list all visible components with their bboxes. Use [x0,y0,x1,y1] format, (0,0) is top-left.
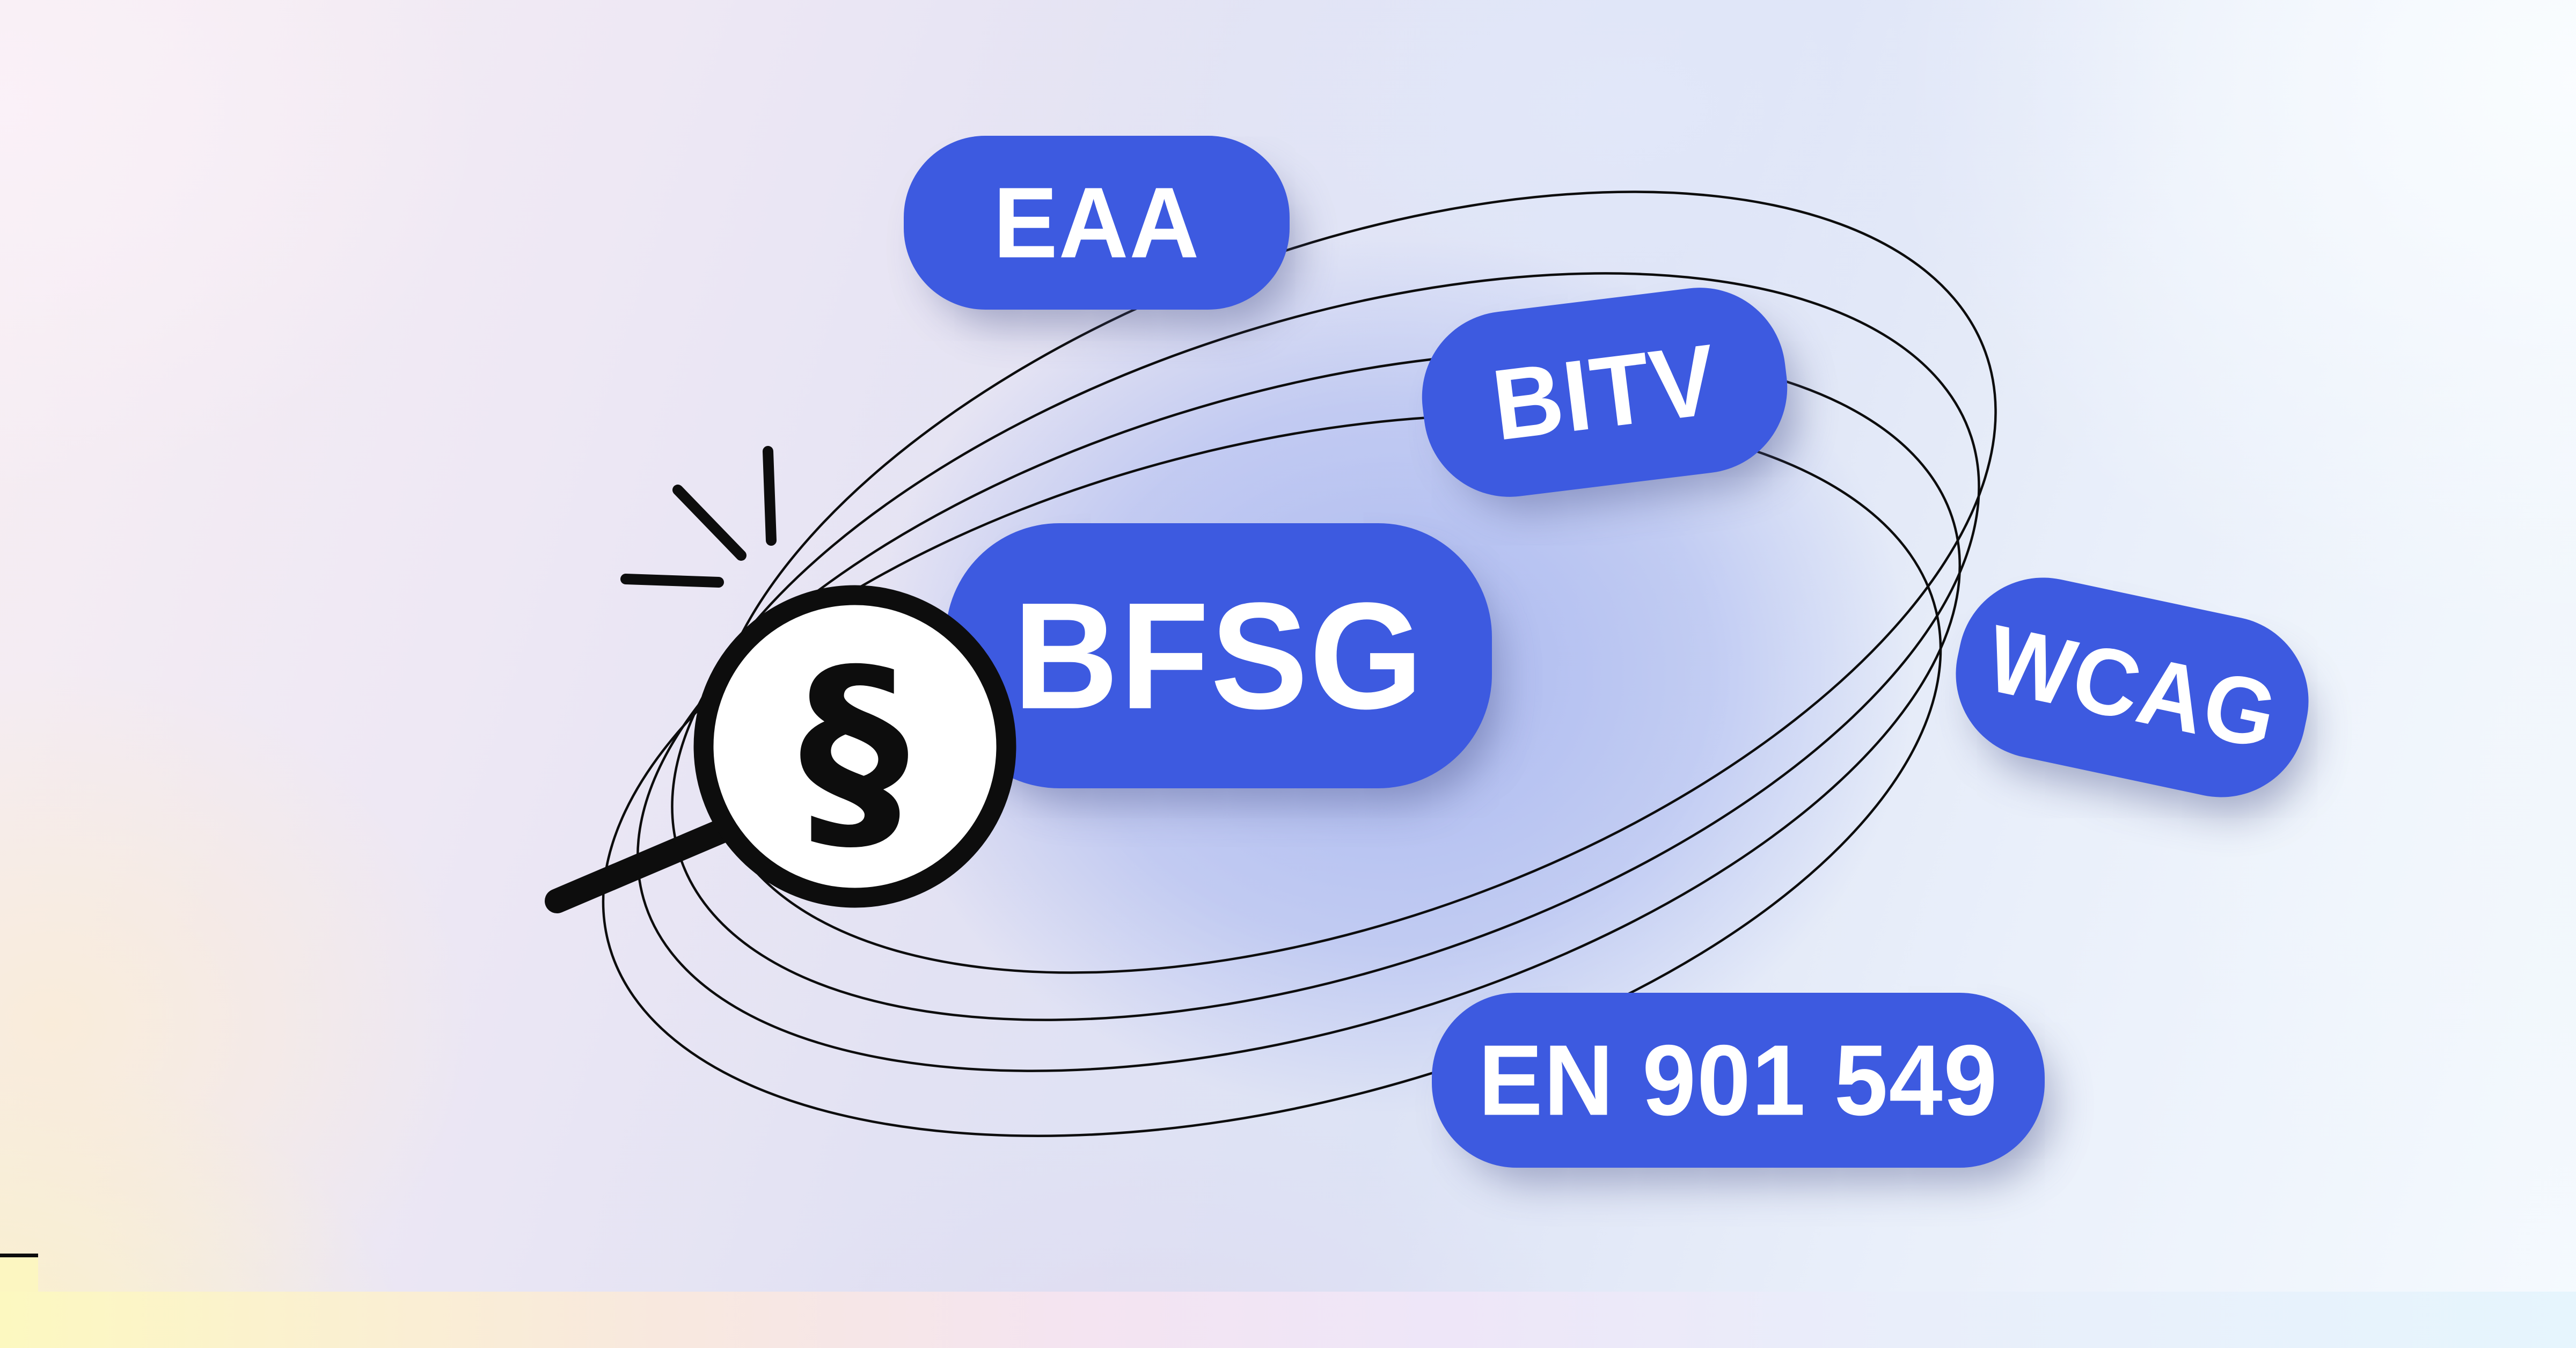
spark-line-vertical [763,446,777,546]
bottom-left-crop-line [0,1254,38,1257]
spark-lines-icon [620,446,777,588]
badge-en-901-549: EN 901 549 [1432,993,2045,1168]
bottom-gradient-strip [0,1292,2576,1348]
orbit-ellipse-3 [636,350,1962,1072]
magnifier-lens [693,585,1016,908]
badge-bfsg-label: BFSG [1013,570,1425,741]
badge-eaa-label: EAA [993,166,1201,279]
orbit-ellipse-4 [602,414,1942,1137]
badge-bfsg: BFSG [946,523,1492,788]
section-sign-glyph: § [799,622,909,878]
badge-en-901-549-label: EN 901 549 [1478,1024,1999,1137]
magnifier-handle [545,815,742,913]
spark-line-diagonal [672,485,747,561]
spark-line-horizontal [620,574,724,588]
badge-eaa: EAA [904,136,1290,310]
bottom-left-crop-artifact [0,1257,38,1292]
